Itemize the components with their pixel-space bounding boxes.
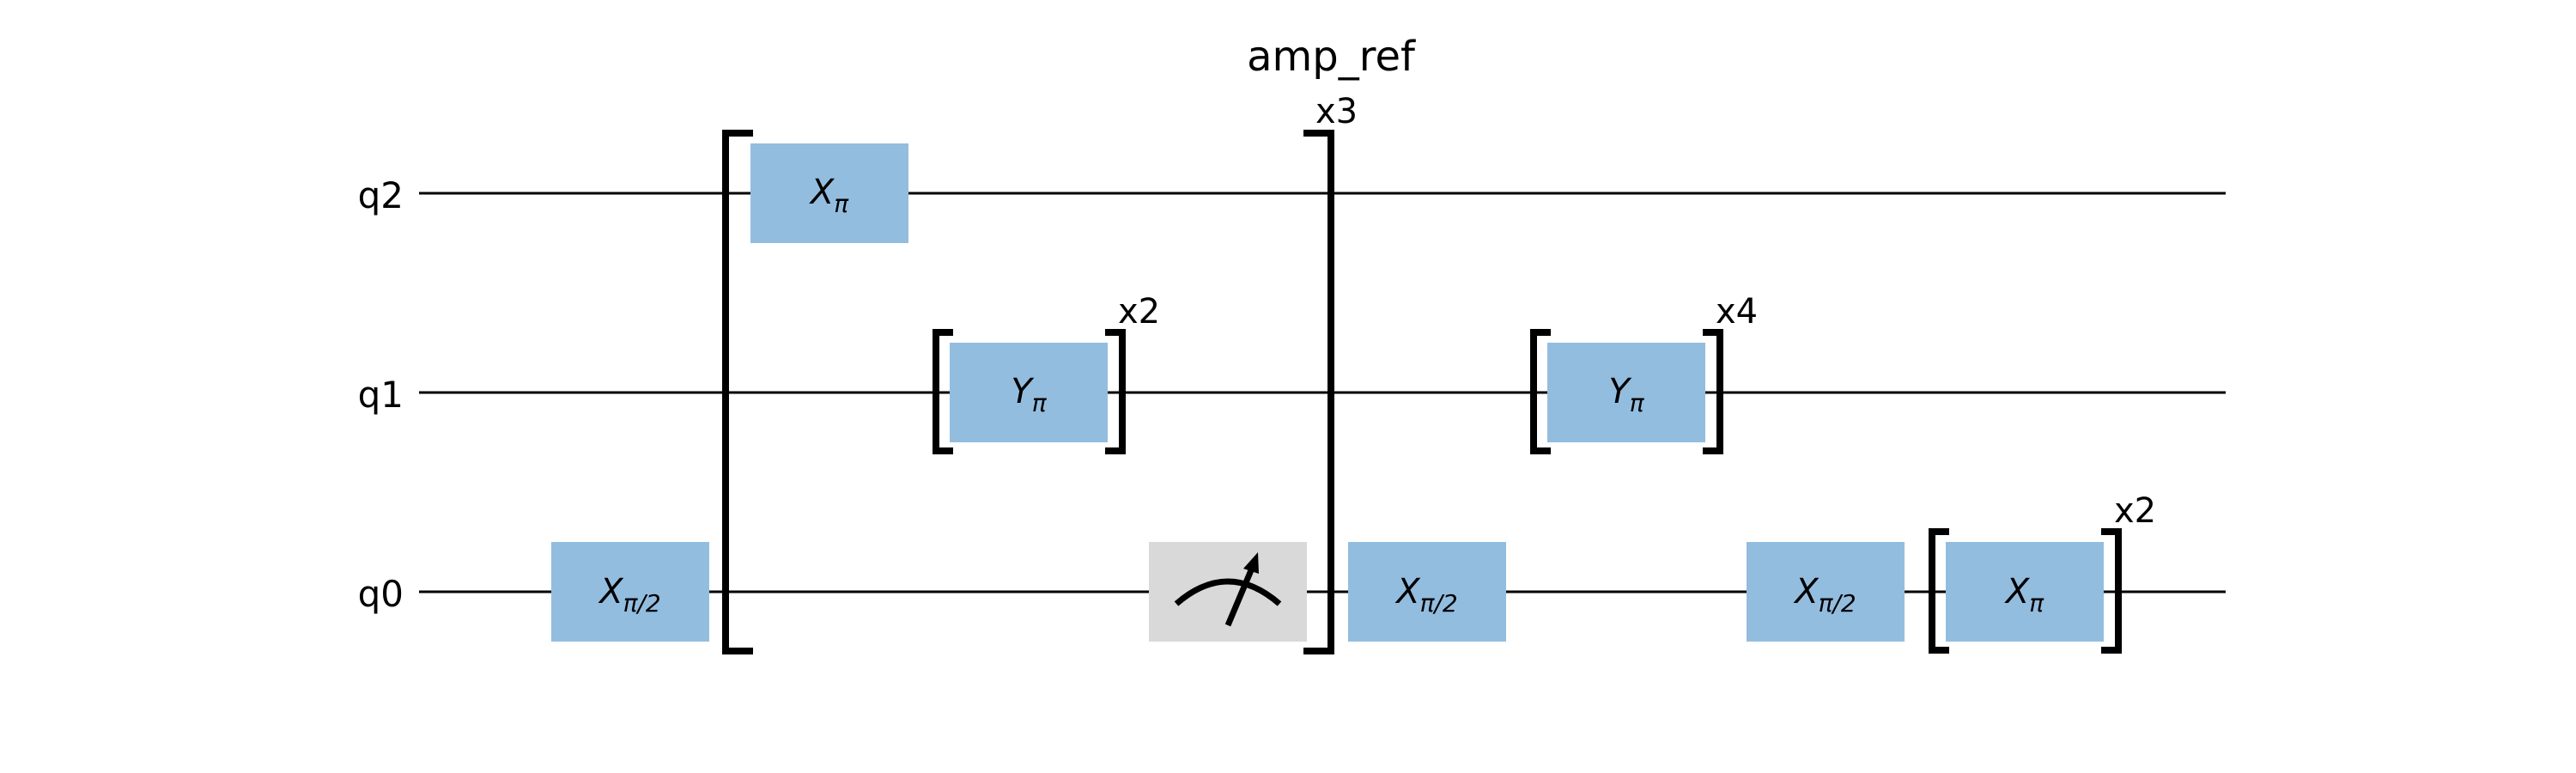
repeat-count-xpi-b: x2 (2114, 491, 2156, 531)
svg-text:Xπ/2: Xπ/2 (1394, 572, 1458, 618)
gate-x-pi-half-q0[interactable]: Xπ/2 (551, 542, 709, 642)
gate-subscript: π/2 (1819, 589, 1856, 618)
repeat-bracket-ypi-a-right (1105, 329, 1126, 454)
circuit-title: amp_ref (1247, 33, 1416, 81)
gate-x-pi-half-q0-third[interactable]: Xπ/2 (1747, 542, 1905, 642)
gate-x-pi-q0[interactable]: Xπ (1946, 542, 2104, 642)
repeat-bracket-xpi-b-left (1929, 528, 1949, 654)
repeat-count-ypi-a: x2 (1118, 292, 1160, 332)
repeat-bracket-outer-left (722, 130, 753, 654)
svg-text:Yπ: Yπ (1608, 372, 1644, 417)
measurement-q0[interactable] (1149, 542, 1307, 642)
gate-subscript: π (834, 190, 849, 218)
repeat-bracket-outer-right (1303, 130, 1334, 654)
gate-label: X (1394, 572, 1421, 612)
svg-text:Xπ/2: Xπ/2 (1793, 572, 1856, 618)
repeat-bracket-xpi-b-right (2101, 528, 2122, 654)
gate-y-pi-q1-second[interactable]: Yπ (1547, 343, 1705, 442)
gate-y-pi-q1-first[interactable]: Yπ (950, 343, 1108, 442)
gate-x-pi-half-q0-second[interactable]: Xπ/2 (1348, 542, 1506, 642)
gate-label: X (2004, 572, 2031, 612)
gate-label: Y (1011, 372, 1035, 411)
gate-subscript: π (2029, 589, 2044, 618)
repeat-bracket-ypi-b-right (1703, 329, 1723, 454)
svg-text:Xπ: Xπ (2004, 572, 2044, 618)
svg-text:Xπ: Xπ (809, 173, 849, 218)
gate-label: X (809, 173, 835, 212)
qubit-label-q0: q0 (358, 573, 404, 615)
measure-meter-icon (1174, 552, 1282, 627)
gate-x-pi-q2[interactable]: Xπ (750, 143, 908, 243)
repeat-bracket-ypi-a-left (933, 329, 953, 454)
qubit-label-q1: q1 (358, 374, 404, 416)
gate-label: Y (1608, 372, 1632, 411)
repeat-count-outer: x3 (1315, 92, 1358, 131)
svg-text:Xπ/2: Xπ/2 (598, 572, 661, 618)
gate-label: X (598, 572, 624, 612)
gate-subscript: π/2 (1420, 589, 1458, 618)
repeat-bracket-ypi-b-left (1530, 329, 1551, 454)
svg-text:Yπ: Yπ (1011, 372, 1047, 417)
repeat-count-ypi-b: x4 (1716, 292, 1758, 332)
gate-label: X (1793, 572, 1820, 612)
gate-subscript: π (1630, 389, 1645, 417)
qubit-label-q2: q2 (358, 174, 404, 216)
gate-subscript: π/2 (623, 589, 661, 618)
gate-subscript: π (1032, 389, 1048, 417)
